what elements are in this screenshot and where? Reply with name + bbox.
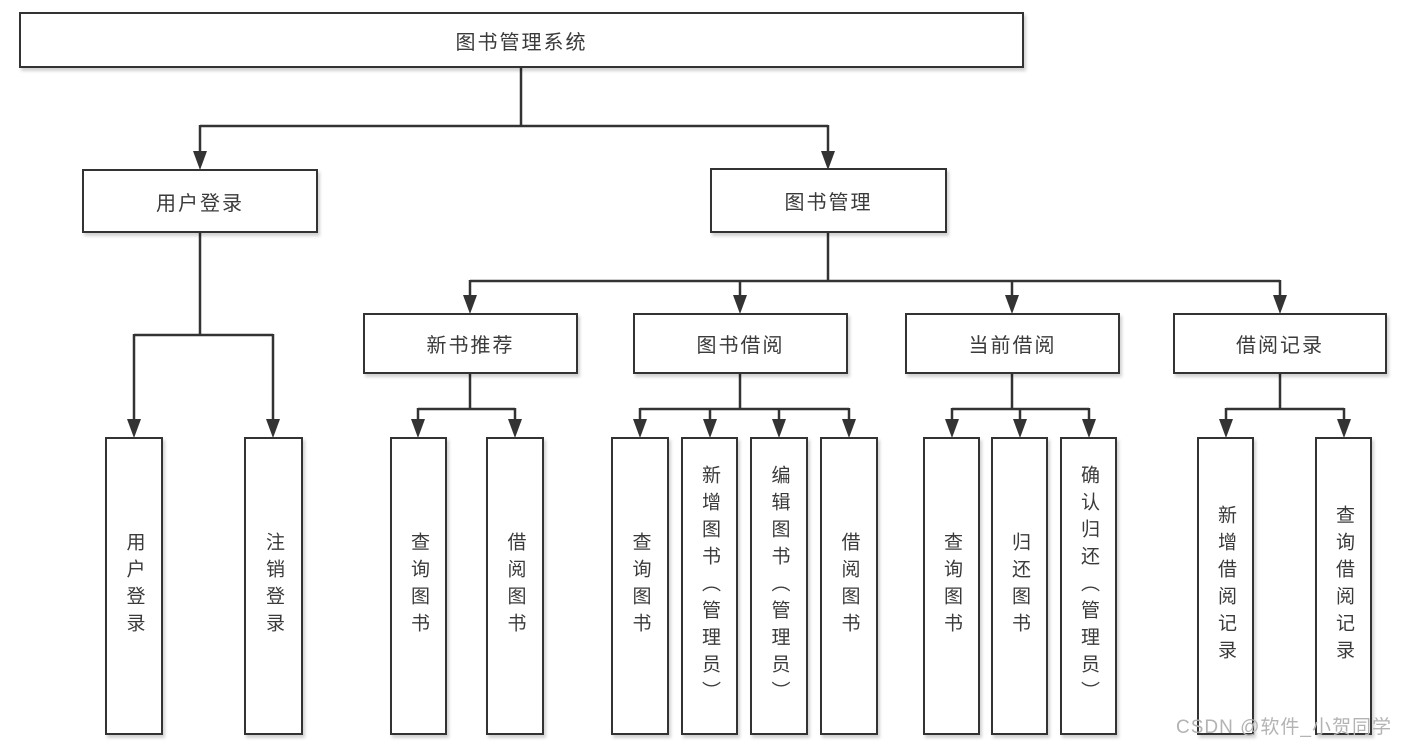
leaf-label: 借阅图书: [838, 532, 860, 640]
leaf-label: 归还图书: [1009, 532, 1030, 640]
leaf-label: 查询借阅记录: [1333, 505, 1354, 667]
node-new-book-recommendation: 新书推荐: [363, 313, 578, 374]
leaf-label: 查询图书: [408, 532, 429, 640]
node-user-login: 用户登录: [82, 169, 318, 233]
node-current-borrowing: 当前借阅: [905, 313, 1120, 374]
leaf-label: 新增图书（管理员）: [699, 464, 720, 708]
leaf-label: 注销登录: [263, 532, 284, 640]
watermark: CSDN @软件_小贺同学: [1176, 717, 1392, 738]
leaf-confirm-return-admin: 确认归还（管理员）: [1060, 437, 1117, 735]
node-book-management: 图书管理: [710, 168, 947, 233]
leaf-add-books-admin: 新增图书（管理员）: [681, 437, 738, 735]
leaf-label: 借阅图书: [504, 532, 526, 640]
leaf-borrow-books-borrowing: 借阅图书: [820, 437, 878, 735]
leaf-user-login: 用户登录: [105, 437, 163, 735]
leaf-add-borrow-record: 新增借阅记录: [1197, 437, 1254, 735]
leaf-logout-login: 注销登录: [244, 437, 303, 735]
leaf-label: 确认归还（管理员）: [1078, 464, 1099, 708]
leaf-query-borrow-record: 查询借阅记录: [1315, 437, 1372, 735]
leaf-label: 编辑图书（管理员）: [768, 464, 790, 708]
leaf-label: 查询图书: [941, 532, 962, 640]
leaf-return-books: 归还图书: [991, 437, 1048, 735]
node-borrowing-records: 借阅记录: [1173, 313, 1387, 374]
leaf-query-books-borrowing: 查询图书: [611, 437, 669, 735]
leaf-edit-books-admin: 编辑图书（管理员）: [750, 437, 808, 735]
leaf-label: 查询图书: [629, 532, 651, 640]
leaf-label: 新增借阅记录: [1215, 505, 1236, 667]
leaf-label: 用户登录: [123, 532, 145, 640]
node-book-borrowing: 图书借阅: [633, 313, 848, 374]
leaf-query-books-current: 查询图书: [923, 437, 980, 735]
leaf-borrow-books-recommendation: 借阅图书: [486, 437, 544, 735]
leaf-query-books-recommendation: 查询图书: [390, 437, 447, 735]
node-library-management-system: 图书管理系统: [19, 12, 1024, 68]
